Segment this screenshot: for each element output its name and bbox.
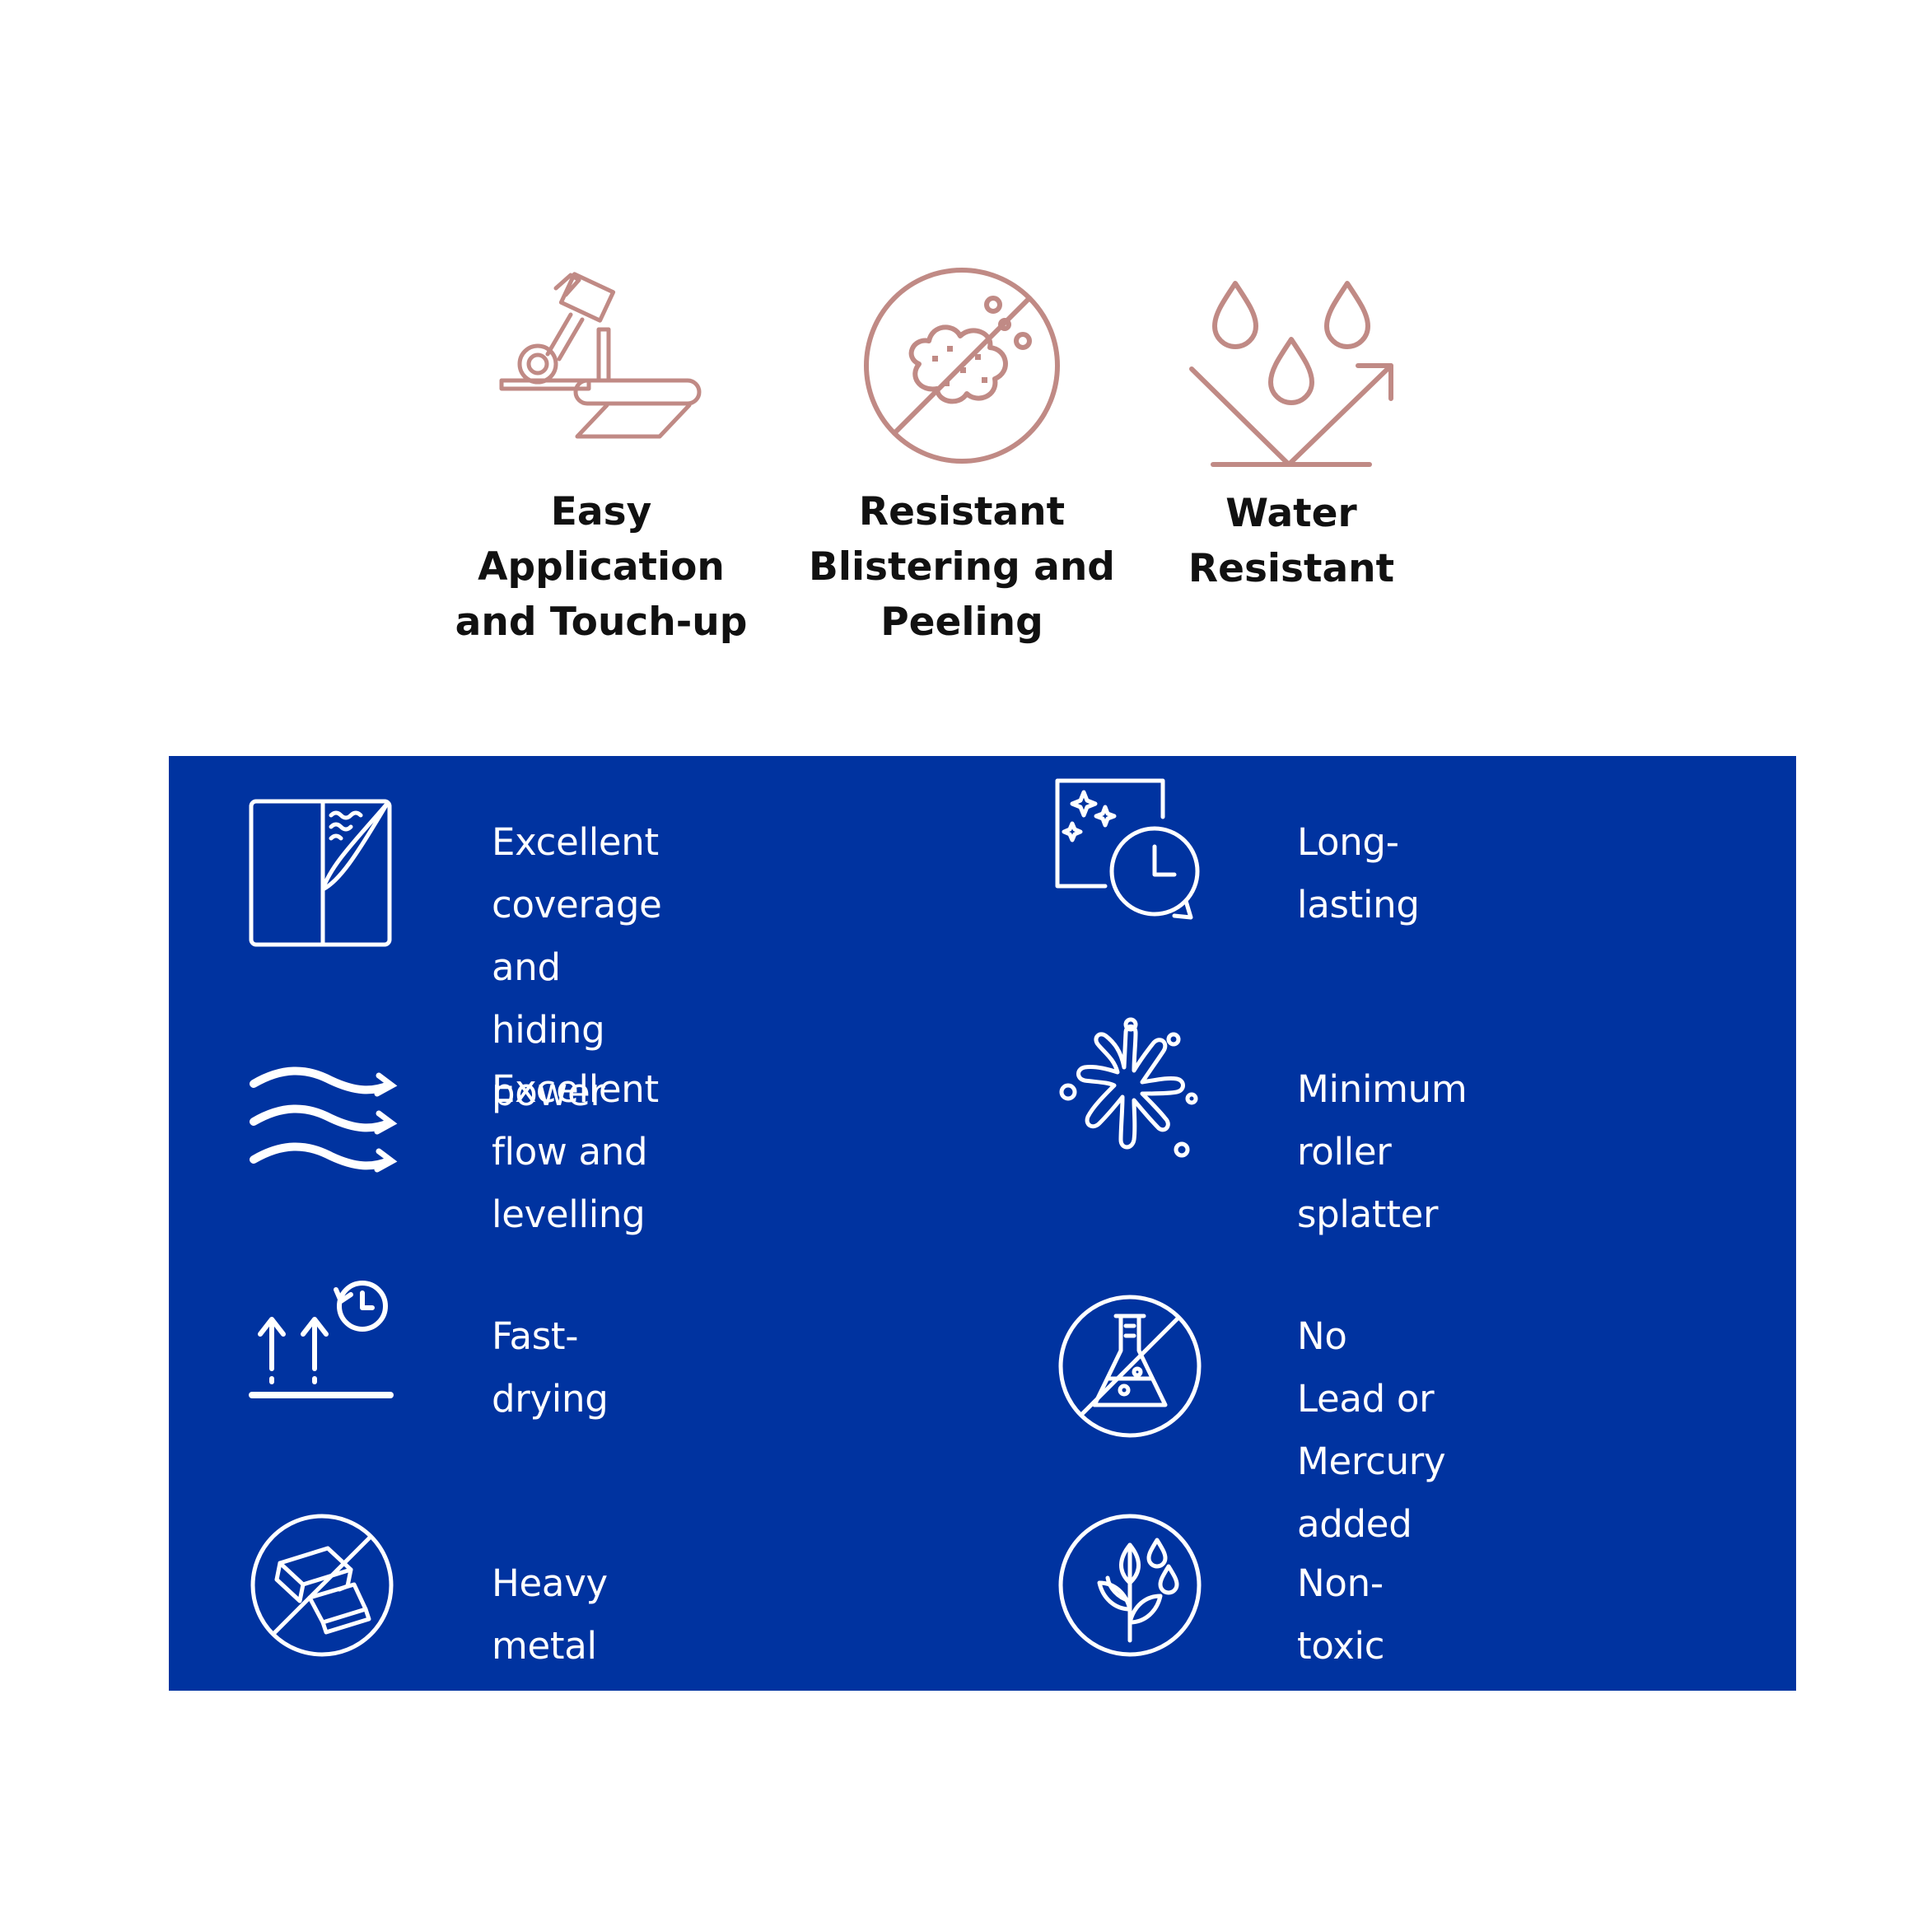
feature-label: Fast-drying [492, 1314, 609, 1421]
top-feature-label: Resistant Blistering and Peeling [809, 489, 1115, 645]
splatter-icon [1057, 1017, 1203, 1166]
feature-label: Minimum roller splatter [1297, 1067, 1468, 1236]
flow-waves-icon [249, 1066, 398, 1174]
top-feature-label: Water Resistant [1188, 491, 1395, 591]
feature-label: Long-lasting [1297, 820, 1420, 926]
features-panel: Excellent coverage and hiding power Long… [169, 756, 1796, 1730]
feature-label: Heavy metal free [492, 1561, 608, 1730]
water-drops-repel-icon [1188, 280, 1394, 478]
feature-label: Excellent flow and levelling [492, 1067, 659, 1236]
no-flask-icon [1057, 1293, 1203, 1440]
leaf-drops-icon [1057, 1512, 1203, 1659]
paint-roller-brush-icon [498, 272, 704, 445]
feature-label: Excellent coverage and hiding power [492, 820, 662, 1114]
fast-dry-arrows-icon [249, 1276, 394, 1398]
peeling-wall-icon [249, 799, 394, 947]
clock-sparkle-window-icon [1054, 777, 1202, 921]
feature-label: No Lead or Mercury added [1297, 1314, 1446, 1546]
top-feature-label: Easy Application and Touch-up [455, 489, 748, 645]
no-metal-icon [249, 1512, 395, 1659]
feature-label: Non-toxic [1297, 1561, 1385, 1668]
no-blistering-icon [861, 265, 1062, 466]
